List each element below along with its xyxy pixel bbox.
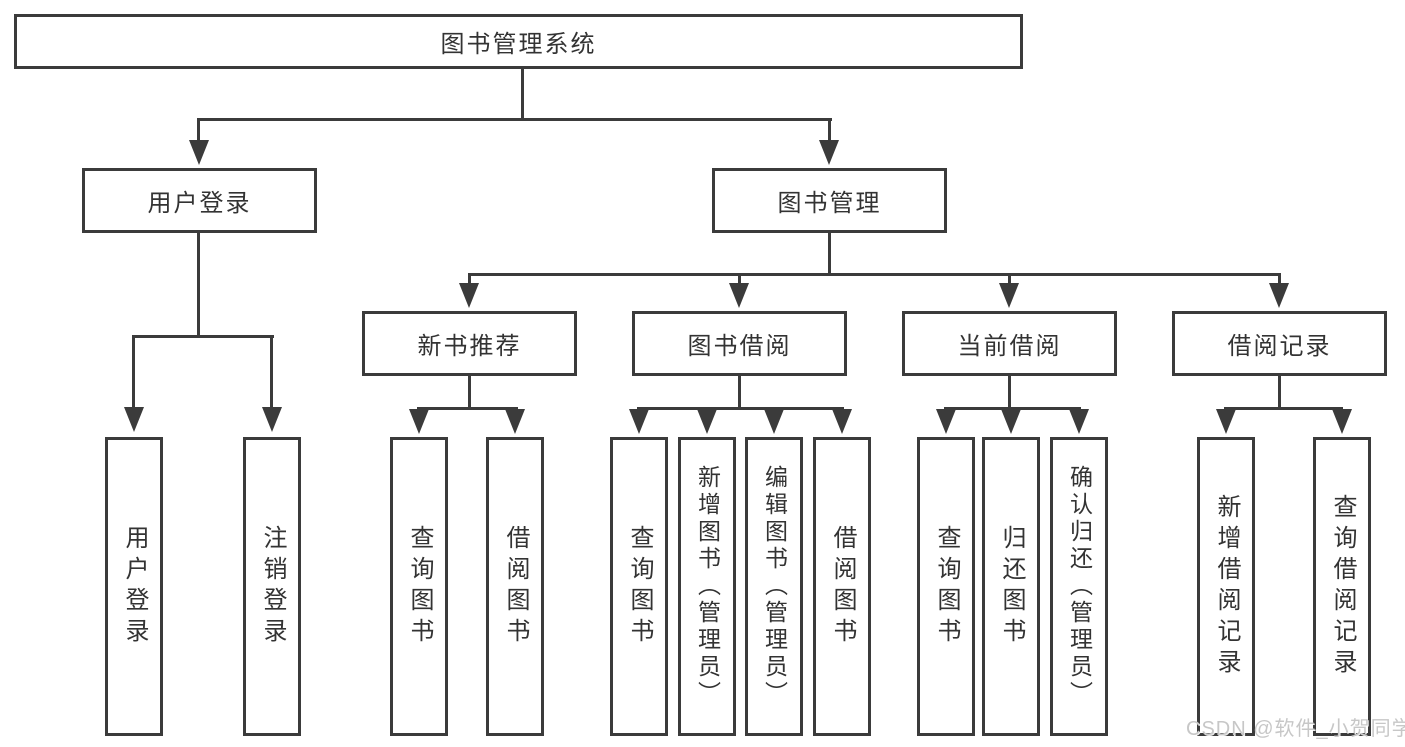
leaf-return-books: 归还图书 xyxy=(982,437,1040,736)
leaf-query-books-borrowing: 查询图书 xyxy=(610,437,668,736)
arrowhead-leaf-query-books-3 xyxy=(936,409,956,434)
leaf-add-borrow-record: 新增借阅记录 xyxy=(1197,437,1255,736)
arrowhead-new-book xyxy=(459,283,479,308)
edge-root-drop xyxy=(521,69,524,118)
arrowhead-book-borrow xyxy=(729,283,749,308)
edge-book-borrow-rail xyxy=(637,407,844,410)
leaf-label: 借阅图书 xyxy=(829,524,856,649)
edge-stem-borrow-records xyxy=(1278,275,1281,284)
leaf-label: 新增图书（管理员） xyxy=(694,465,721,708)
node-label: 新书推荐 xyxy=(417,333,522,360)
node-book-management: 图书管理 xyxy=(712,168,947,233)
edge-borrow-records-rail xyxy=(1224,407,1343,410)
edge-book-management-drop xyxy=(828,233,831,275)
leaf-logout: 注销登录 xyxy=(243,437,301,736)
edge-current-borrow-drop xyxy=(1008,376,1011,408)
leaf-label: 新增借阅记录 xyxy=(1213,493,1240,680)
arrowhead-leaf-borrow-books-1 xyxy=(505,409,525,434)
arrowhead-leaf-query-books-1 xyxy=(409,409,429,434)
node-label: 当前借阅 xyxy=(957,333,1062,360)
leaf-edit-books-admin: 编辑图书（管理员） xyxy=(745,437,803,736)
node-label: 用户登录 xyxy=(147,190,252,217)
node-new-book-recommendation: 新书推荐 xyxy=(362,311,577,376)
edge-stem-user-login xyxy=(197,120,200,142)
leaf-query-books-current: 查询图书 xyxy=(917,437,975,736)
edge-new-book-drop xyxy=(468,376,471,408)
arrowhead-book-management xyxy=(819,140,839,165)
node-label: 图书借阅 xyxy=(687,333,792,360)
edge-user-login-rail xyxy=(132,335,274,338)
node-borrowing-records: 借阅记录 xyxy=(1172,311,1387,376)
arrowhead-borrow-records xyxy=(1269,283,1289,308)
leaf-borrow-books-borrowing: 借阅图书 xyxy=(813,437,871,736)
arrowhead-leaf-return-books xyxy=(1001,409,1021,434)
arrowhead-leaf-logout xyxy=(262,407,282,432)
arrowhead-leaf-edit-books xyxy=(764,409,784,434)
node-label: 图书管理系统 xyxy=(440,31,597,58)
leaf-label: 注销登录 xyxy=(259,524,286,649)
leaf-query-borrow-record: 查询借阅记录 xyxy=(1313,437,1371,736)
leaf-label: 编辑图书（管理员） xyxy=(761,465,788,708)
edge-stem-leaf-logout xyxy=(270,337,273,408)
arrowhead-leaf-borrow-books-2 xyxy=(832,409,852,434)
edge-stem-current-borrow xyxy=(1008,275,1011,284)
arrowhead-leaf-query-books-2 xyxy=(629,409,649,434)
node-label: 图书管理 xyxy=(777,190,882,217)
node-user-login: 用户登录 xyxy=(82,168,317,233)
node-label: 借阅记录 xyxy=(1227,333,1332,360)
leaf-label: 归还图书 xyxy=(998,524,1025,649)
edge-new-book-rail xyxy=(417,407,518,410)
arrowhead-leaf-confirm-return xyxy=(1069,409,1089,434)
arrowhead-leaf-add-record xyxy=(1216,409,1236,434)
edge-stem-new-book xyxy=(468,275,471,284)
node-current-borrowing: 当前借阅 xyxy=(902,311,1117,376)
edge-book-borrow-drop xyxy=(738,376,741,408)
leaf-label: 确认归还（管理员） xyxy=(1066,465,1093,708)
edge-stem-book-borrow xyxy=(738,275,741,284)
leaf-borrow-books-recommend: 借阅图书 xyxy=(486,437,544,736)
arrowhead-current-borrow xyxy=(999,283,1019,308)
leaf-label: 用户登录 xyxy=(121,524,148,649)
leaf-label: 借阅图书 xyxy=(502,524,529,649)
leaf-confirm-return-admin: 确认归还（管理员） xyxy=(1050,437,1108,736)
node-book-borrowing: 图书借阅 xyxy=(632,311,847,376)
leaf-label: 查询图书 xyxy=(933,524,960,649)
leaf-label: 查询图书 xyxy=(406,524,433,649)
node-library-management-system: 图书管理系统 xyxy=(14,14,1023,69)
edge-current-borrow-rail xyxy=(944,407,1081,410)
arrowhead-leaf-add-books xyxy=(697,409,717,434)
leaf-query-books-recommend: 查询图书 xyxy=(390,437,448,736)
edge-stem-leaf-login xyxy=(132,337,135,408)
leaf-add-books-admin: 新增图书（管理员） xyxy=(678,437,736,736)
edge-user-login-drop xyxy=(197,233,200,336)
csdn-watermark: CSDN @软件_小贺同学 xyxy=(1186,718,1405,740)
leaf-user-login: 用户登录 xyxy=(105,437,163,736)
leaf-label: 查询借阅记录 xyxy=(1329,493,1356,680)
edge-level3-rail xyxy=(468,273,1281,276)
leaf-label: 查询图书 xyxy=(626,524,653,649)
arrowhead-leaf-login xyxy=(124,407,144,432)
arrowhead-user-login xyxy=(189,140,209,165)
edge-stem-book-management xyxy=(828,120,831,142)
edge-borrow-records-drop xyxy=(1278,376,1281,408)
arrowhead-leaf-query-record xyxy=(1332,409,1352,434)
edge-level2-rail xyxy=(197,118,832,121)
